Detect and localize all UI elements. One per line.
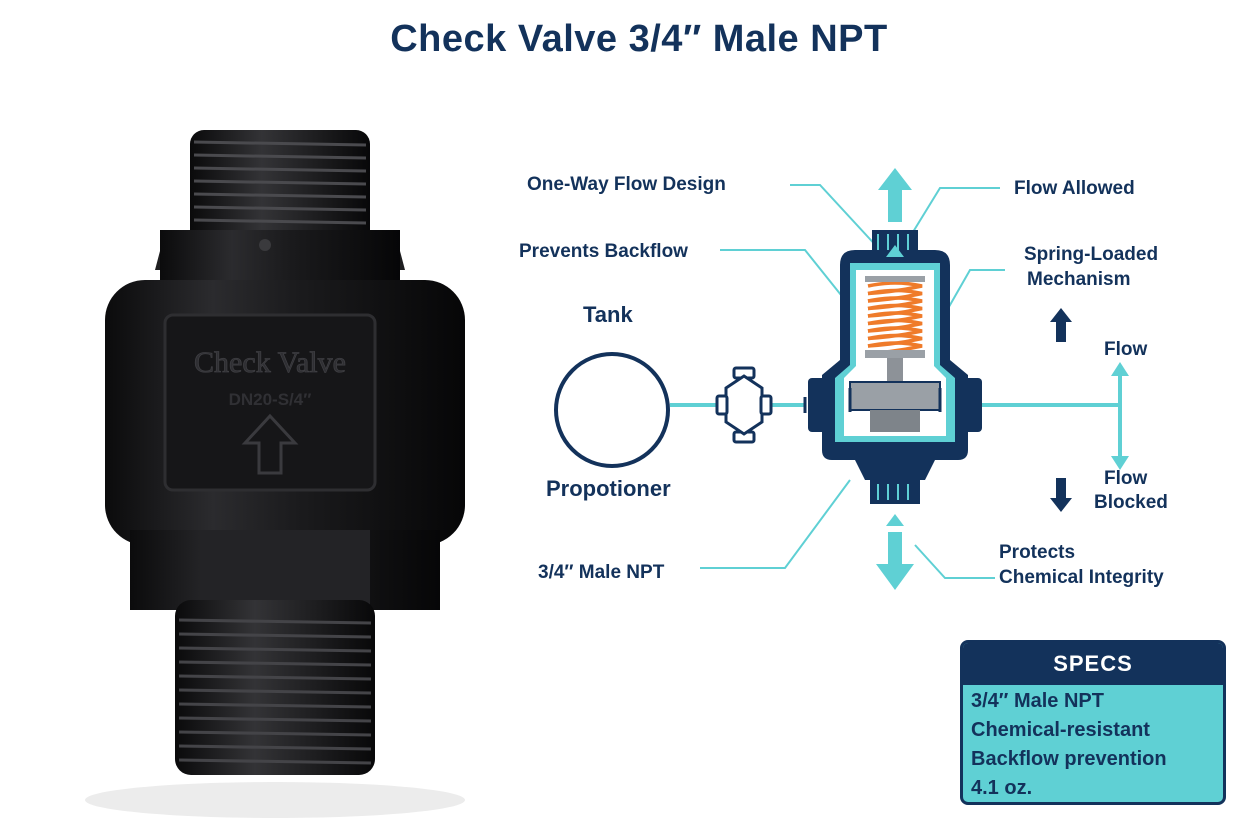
outline-arrow-up-icon [241,413,299,475]
thread-ridge [193,205,367,212]
thread-ridge [178,674,372,681]
label-proportioner: Propotioner [546,476,671,501]
thread-ridge [193,153,367,160]
label-one-way-flow: One-Way Flow Design [527,174,726,195]
thread-ridge [178,632,372,639]
label-prevents-backflow: Prevents Backflow [519,241,688,262]
thread-ridge [178,744,372,751]
label-male-npt: 3/4″ Male NPT [538,562,665,583]
valve-diagram [554,168,1129,590]
specs-list: 3/4″ Male NPT Chemical-resistant Backflo… [963,685,1223,802]
label-flow-allowed: Flow Allowed [1014,178,1135,199]
label-mechanism: Mechanism [1027,269,1131,290]
navy-arrow-up-icon [1050,308,1072,342]
spec-item: 4.1 oz. [971,777,1033,799]
label-chemical-integrity: Chemical Integrity [999,567,1164,588]
top-thread-ridges [193,140,367,225]
arrow-up-icon [878,168,912,257]
spec-item: Backflow prevention [971,748,1167,770]
thread-ridge [178,646,372,653]
label-tank: Tank [583,302,633,327]
spec-item: Chemical-resistant [971,719,1150,741]
label-protects: Protects [999,542,1076,563]
label-flow-blocked-1: Flow [1104,468,1148,489]
leader-lines [700,184,1005,579]
label-flow: Flow [1104,339,1148,360]
thread-ridge [193,218,367,225]
embossed-text-2: DN20-S/4″ [229,390,312,409]
bottom-thread-ridges [178,618,372,765]
thread-ridge [193,179,367,186]
valve-cross-section [808,230,982,504]
thread-ridge [193,192,367,199]
spring-icon [867,281,923,356]
tank-circle [554,352,670,468]
inline-fitting [715,366,773,444]
thread-ridge [178,730,372,737]
embossed-text-1: Check Valve [194,346,346,379]
label-spring-loaded: Spring-Loaded [1024,244,1159,265]
label-flow-blocked-2: Blocked [1094,492,1168,513]
spec-item: 3/4″ Male NPT [971,690,1104,712]
thread-ridge [178,758,372,765]
specs-box: SPECS 3/4″ Male NPT Chemical-resistant B… [960,640,1226,805]
navy-arrow-down-icon [1050,478,1072,512]
thread-ridge [193,166,367,173]
thread-ridge [178,618,372,625]
label-plate [163,313,377,492]
arrow-down-icon [876,514,914,590]
thread-ridge [193,140,367,147]
valve-photo: Check Valve DN20-S/4″ [85,130,465,818]
specs-heading: SPECS [963,643,1223,685]
page-title: Check Valve 3/4″ Male NPT [390,18,888,60]
thread-ridge [178,716,372,723]
thread-ridge [178,660,372,667]
thread-ridge [178,688,372,695]
thread-ridge [178,702,372,709]
